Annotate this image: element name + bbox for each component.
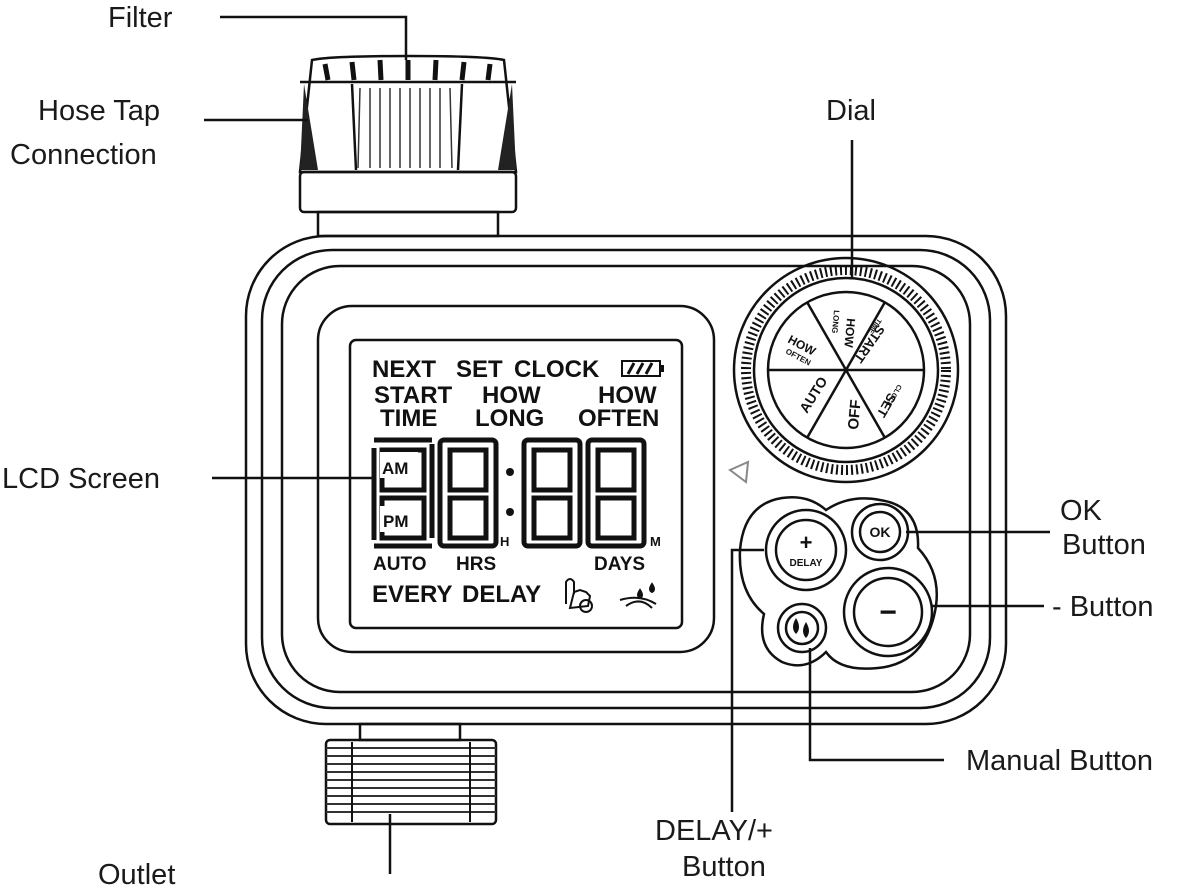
lcd-how-2: HOW — [598, 382, 657, 409]
dial-how-long-1: HOW — [841, 318, 858, 349]
label-delay-2: Button — [682, 851, 766, 883]
button-cluster: + DELAY OK − — [738, 496, 938, 670]
hose-tap-connector — [298, 54, 518, 238]
minus-glyph: − — [879, 596, 897, 629]
manual-hand-icon — [565, 578, 593, 613]
label-hose-tap-1: Hose Tap — [38, 95, 160, 127]
lcd-days: DAYS — [594, 554, 645, 575]
lcd-long: LONG — [475, 405, 544, 432]
lcd-digits — [371, 437, 647, 549]
lcd-auto: AUTO — [373, 554, 426, 575]
rain-sensor-icon — [619, 582, 657, 609]
dial-auto: AUTO — [796, 374, 831, 416]
label-ok-1: OK — [1060, 495, 1103, 527]
label-manual: Manual Button — [966, 745, 1153, 777]
label-dial: Dial — [826, 95, 876, 127]
label-outlet: Outlet — [98, 859, 175, 890]
lcd-pm: PM — [383, 512, 409, 531]
label-minus: - Button — [1052, 591, 1154, 623]
lcd-next: NEXT — [372, 356, 436, 383]
lcd-how-1: HOW — [482, 382, 541, 409]
water-drops-icon — [793, 618, 809, 638]
label-delay-1: DELAY/+ — [655, 815, 773, 847]
label-hose-tap-2: Connection — [10, 139, 157, 171]
label-lcd-screen: LCD Screen — [2, 463, 160, 495]
lcd-time: TIME — [380, 405, 437, 432]
lcd-am: AM — [382, 459, 408, 478]
delay-plus-button[interactable]: + DELAY — [764, 508, 848, 592]
lcd-m: M — [650, 534, 661, 549]
dial-indicator-arrow — [728, 460, 750, 484]
lcd-delay: DELAY — [462, 581, 541, 608]
manual-button[interactable] — [776, 602, 828, 654]
lcd-set: SET — [456, 356, 503, 383]
ok-button[interactable]: OK — [850, 502, 910, 562]
lcd-screen: NEXT SET CLOCK START HOW HOW TIME LONG O… — [316, 304, 716, 654]
timer-body — [244, 234, 1008, 726]
outlet — [324, 722, 498, 826]
plus-glyph: + — [800, 530, 813, 555]
minus-button[interactable]: − — [842, 566, 934, 658]
dial[interactable]: HOW LONG START TIME SET CLOCK OFF AUTO H… — [732, 256, 960, 484]
leader-lines — [204, 15, 1050, 874]
lcd-every: EVERY — [372, 581, 452, 608]
callout-labels: Filter Hose Tap Connection Dial LCD Scre… — [2, 2, 1154, 890]
label-ok-2: Button — [1062, 529, 1146, 561]
ok-glyph: OK — [870, 524, 891, 540]
delay-glyph: DELAY — [790, 558, 823, 569]
battery-icon — [621, 360, 664, 377]
lcd-h: H — [500, 534, 509, 549]
dial-off: OFF — [845, 399, 865, 430]
lcd-start: START — [374, 382, 453, 409]
dial-how-long-2: LONG — [830, 310, 841, 334]
lcd-clock: CLOCK — [514, 356, 600, 383]
lcd-hrs: HRS — [456, 554, 496, 575]
lcd-often: OFTEN — [578, 405, 659, 432]
label-filter: Filter — [108, 2, 173, 34]
